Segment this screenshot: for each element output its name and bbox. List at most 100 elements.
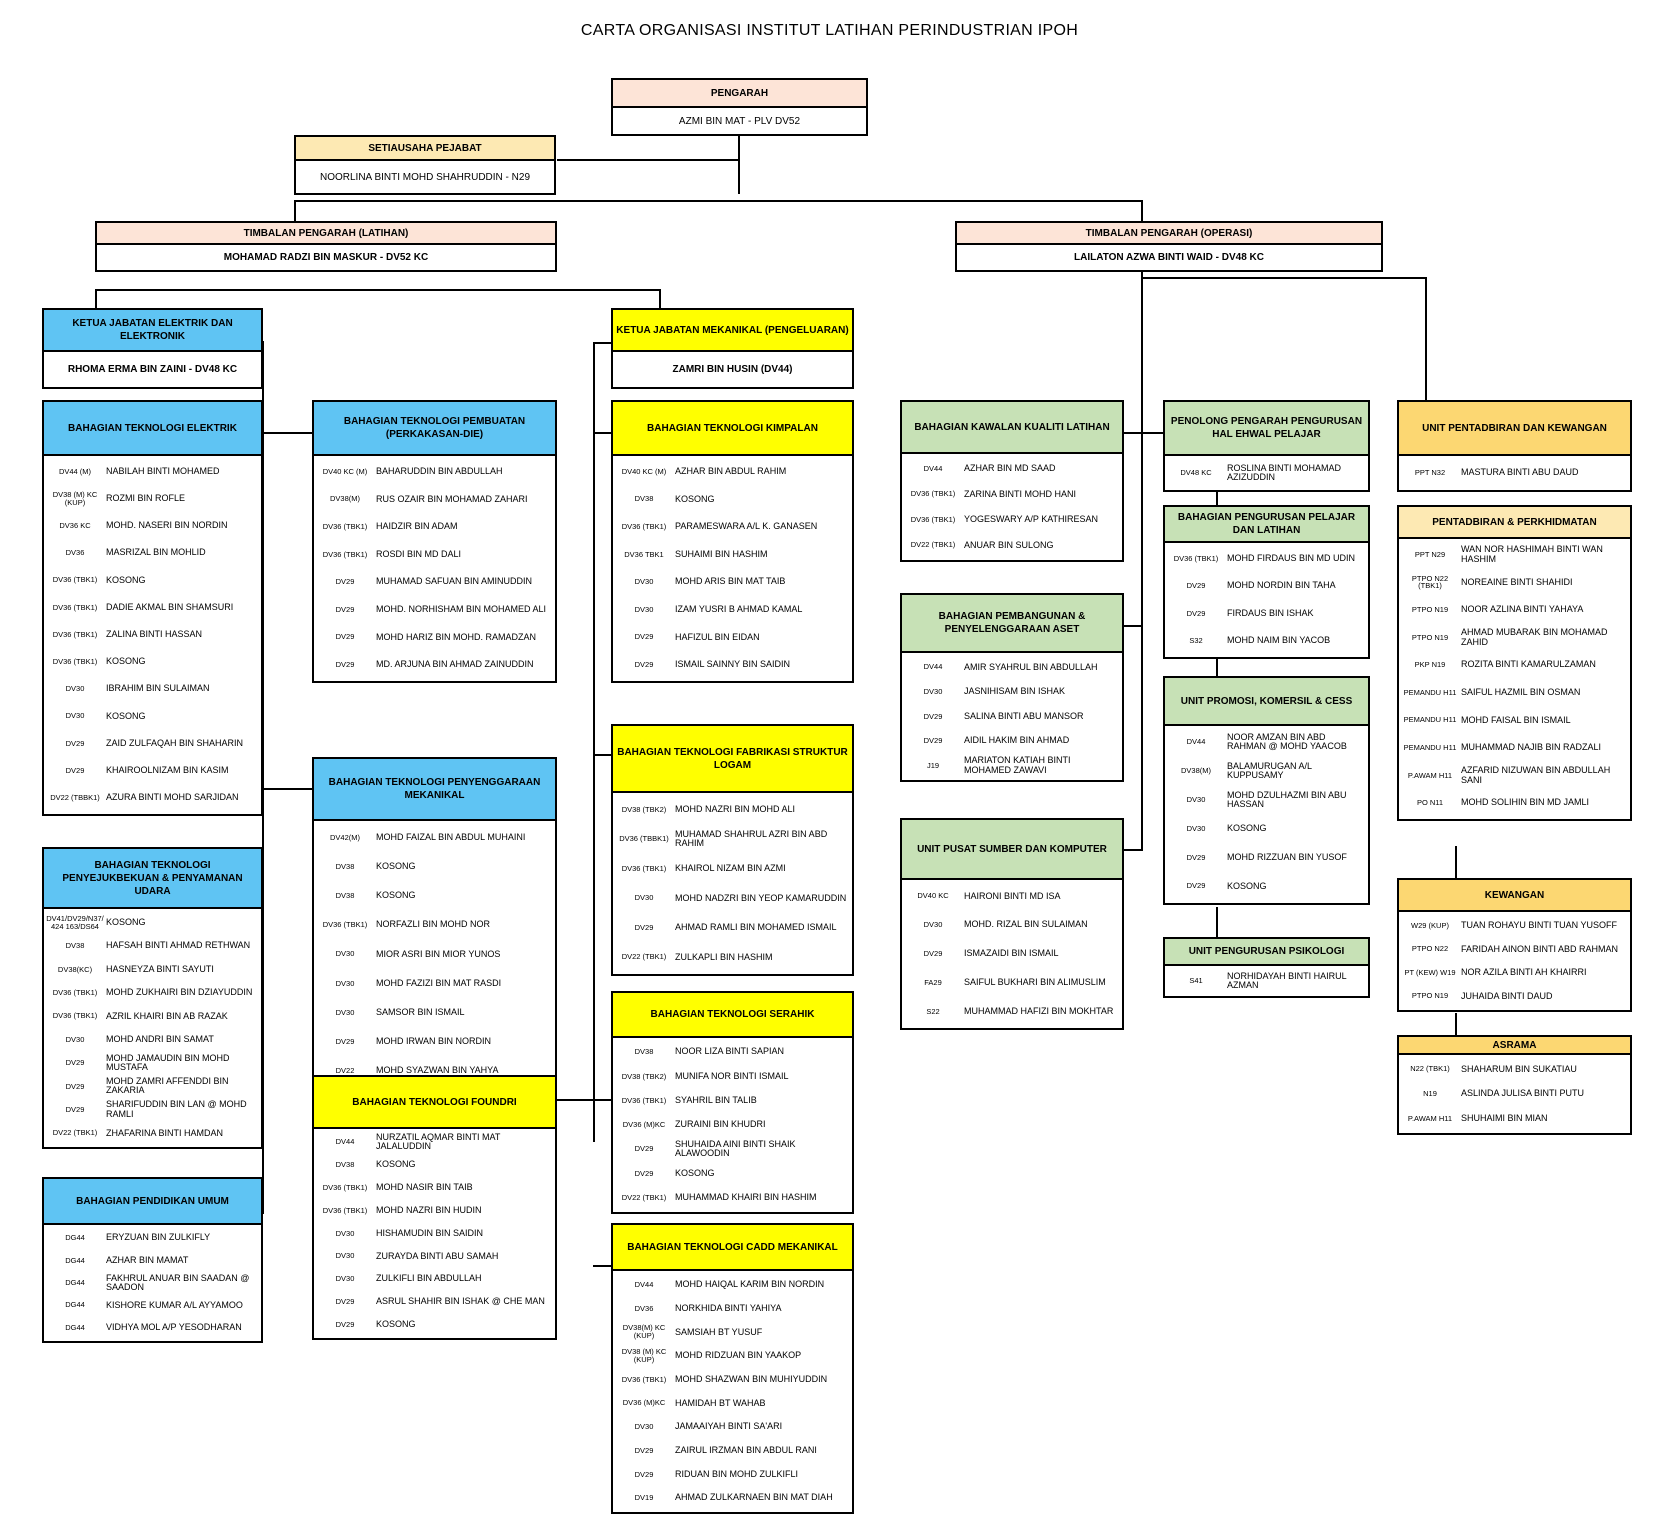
- box-heading: BAHAGIAN TEKNOLOGI ELEKTRIK: [44, 402, 261, 456]
- staff-name: MOHD RIZZUAN BIN YUSOF: [1227, 851, 1347, 862]
- staff-name: AHMAD ZULKARNAEN BIN MAT DIAH: [675, 1492, 833, 1503]
- staff-name: MOHD FAIZAL BIN ABDUL MUHAINI: [376, 831, 526, 842]
- staff-grade: DV29: [335, 1037, 355, 1047]
- staff-grade: DV29: [634, 632, 654, 642]
- connector-line: [262, 432, 312, 434]
- staff-name: MOHD JAMAUDIN BIN MOHD MUSTAFA: [106, 1052, 230, 1073]
- staff-grade: PEMANDU H11: [1403, 687, 1457, 697]
- staff-grade: DV38: [634, 494, 654, 504]
- staff-grade: DV29: [634, 1168, 654, 1178]
- staff-grade: DV29: [335, 604, 355, 614]
- connector-line: [95, 289, 660, 291]
- box-heading: KETUA JABATAN MEKANIKAL (PENGELUARAN): [613, 310, 852, 352]
- staff-grade: DV36 (TBK1): [52, 1011, 98, 1021]
- staff-name: HAIRONI BINTI MD ISA: [964, 890, 1061, 901]
- connector-line: [262, 788, 312, 790]
- staff-name: NOOR AZLINA BINTI YAHAYA: [1461, 604, 1584, 615]
- staff-name: ZAIRUL IRZMAN BIN ABDUL RANI: [675, 1445, 817, 1456]
- staff-name: DADIE AKMAL BIN SHAMSURI: [106, 601, 234, 612]
- staff-name: KHAIROOLNIZAM BIN KASIM: [106, 765, 229, 776]
- staff-grade: DV36 (TBK1): [52, 602, 98, 612]
- staff-grade: DV36 (TBK1): [1173, 553, 1219, 563]
- staff-grade: DV22 (TBK1): [621, 1193, 667, 1202]
- staff-grade: DV36: [65, 548, 85, 558]
- staff-name: MOHD. RIZAL BIN SULAIMAN: [964, 919, 1088, 930]
- staff-name: MOHD FAZIZI BIN MAT RASDI: [376, 977, 502, 988]
- staff-grade: DV48 KC: [1180, 468, 1212, 478]
- staff-name: MOHD NAIM BIN YACOB: [1227, 635, 1331, 646]
- staff-name: ANUAR BIN SULONG: [964, 539, 1054, 550]
- staff-grade: DV36 (M)KC: [622, 1398, 666, 1408]
- staff-grade: DV44: [634, 1279, 654, 1289]
- staff-name: SAMSIAH BT YUSUF: [675, 1326, 763, 1337]
- staff-name: MARIATON KATIAH BINTI MOHAMED ZAWAVI: [964, 755, 1071, 775]
- staff-name: ZURAYDA BINTI ABU SAMAH: [376, 1250, 499, 1261]
- staff-grade: DV29: [335, 1297, 355, 1307]
- connector-line: [1124, 625, 1141, 627]
- staff-grade: DV44: [335, 1137, 355, 1147]
- staff-name: ZARINA BINTI MOHD HANI: [964, 488, 1077, 499]
- staff-grade: DV29: [923, 949, 943, 959]
- staff-grade: PTPO N19: [1411, 632, 1449, 642]
- box-heading: BAHAGIAN TEKNOLOGI SERAHIK: [613, 993, 852, 1038]
- staff-name: MOHD HAIQAL KARIM BIN NORDIN: [675, 1279, 825, 1290]
- staff-row: DV38(M)BALAMURUGAN A/L KUPPUSAMY: [1165, 757, 1368, 786]
- staff-grade: DV30: [634, 893, 654, 903]
- staff-name: ZURAINI BIN KHUDRI: [675, 1119, 766, 1130]
- staff-grade: DV36 (M)KC: [622, 1120, 666, 1130]
- staff-grade: S22: [926, 1006, 940, 1016]
- box-heading: BAHAGIAN PENGURUSAN PELAJAR DAN LATIHAN: [1165, 507, 1368, 543]
- staff-grade: DV29: [65, 1104, 85, 1114]
- box-heading: BAHAGIAN TEKNOLOGI FABRIKASI STRUKTUR LO…: [613, 726, 852, 793]
- staff-name: MOHD RIDZUAN BIN YAAKOP: [675, 1350, 802, 1361]
- staff-name: NOREAINE BINTI SHAHIDI: [1461, 576, 1573, 587]
- connector-line: [294, 200, 1142, 202]
- connector-line: [738, 134, 740, 194]
- staff-name: AMIR SYAHRUL BIN ABDULLAH: [964, 661, 1098, 672]
- staff-name: SAIFUL BUKHARI BIN ALIMUSLIM: [964, 977, 1106, 988]
- staff-grade: DV36 (TBK1): [621, 1374, 667, 1384]
- staff-grade: DV36 (TBK1): [322, 549, 368, 559]
- staff-name: WAN NOR HASHIMAH BINTI WAN HASHIM: [1461, 544, 1603, 564]
- staff-name: AZURA BINTI MOHD SARJIDAN: [106, 792, 239, 803]
- staff-name: NABILAH BINTI MOHAMED: [106, 465, 220, 476]
- staff-name: JASNIHISAM BIN ISHAK: [964, 686, 1066, 697]
- staff-grade: PT (KEW) W19: [1404, 967, 1456, 977]
- staff-row: W29 (KUP)TUAN ROHAYU BINTI TUAN YUSOFF: [1399, 914, 1630, 938]
- box-officer-name: LAILATON AZWA BINTI WAID - DV48 KC: [1074, 252, 1264, 263]
- staff-name: MUHAMAD SAFUAN BIN AMINUDDIN: [376, 576, 533, 587]
- staff-grade: DV40 KC (M): [322, 466, 368, 476]
- connector-line: [593, 1265, 611, 1267]
- box-heading: PENOLONG PENGARAH PENGURUSAN HAL EHWAL P…: [1165, 402, 1368, 456]
- staff-row: DV36 (TBK1)KHAIROL NIZAM BIN AZMI: [613, 854, 852, 884]
- staff-name: ZALINA BINTI HASSAN: [106, 629, 203, 640]
